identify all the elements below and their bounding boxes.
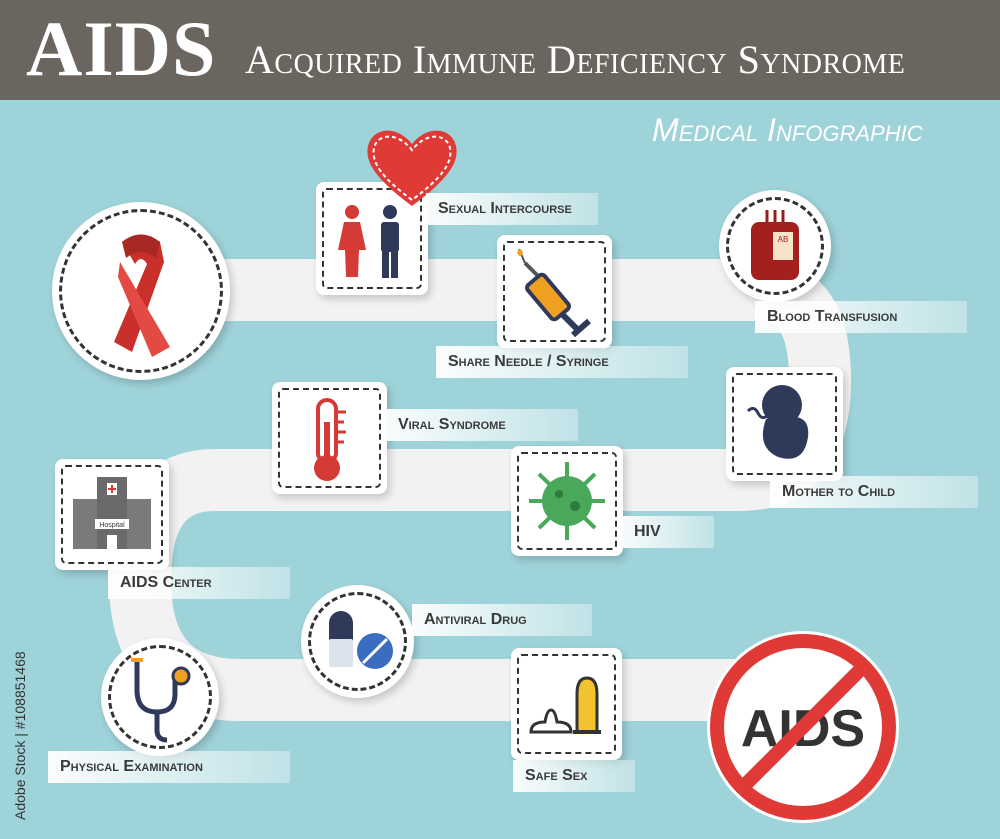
svg-text:AB: AB	[778, 235, 789, 244]
heart-icon	[367, 130, 457, 206]
pills-icon	[329, 611, 393, 669]
syringe-icon	[517, 248, 591, 338]
fetus-icon	[746, 385, 809, 459]
label-hiv: HIV	[622, 516, 714, 548]
ribbon-circle	[52, 202, 230, 380]
fetus-box	[726, 367, 843, 481]
pills-circle	[301, 585, 414, 698]
label-share-needle: Share Needle / Syringe	[436, 346, 688, 378]
label-blood-transfusion: Blood Transfusion	[755, 301, 967, 333]
blood-bag-icon: AB	[751, 210, 799, 280]
header-bar: AIDS Acquired Immune Deficiency Syndrome	[0, 0, 1000, 100]
label-sexual-intercourse: Sexual Intercourse	[426, 193, 598, 225]
hospital-box: Hospital	[55, 459, 169, 570]
couple-box	[316, 182, 428, 295]
label-safe-sex: Safe Sex	[513, 760, 635, 792]
label-mother-to-child: Mother to Child	[770, 476, 978, 508]
condom-icon	[529, 676, 601, 734]
aids-ribbon-icon	[114, 234, 170, 357]
virus-box	[511, 446, 623, 556]
label-aids-center: AIDS Center	[108, 567, 290, 599]
svg-text:Hospital: Hospital	[99, 522, 125, 529]
stethoscope-icon	[131, 658, 191, 743]
label-antiviral-drug: Antiviral Drug	[412, 604, 592, 636]
label-viral-syndrome: Viral Syndrome	[386, 409, 578, 441]
page-title: AIDS	[26, 5, 217, 92]
hospital-icon: Hospital	[73, 477, 151, 549]
stethoscope-circle	[101, 638, 219, 756]
thermometer-box	[272, 382, 387, 494]
syringe-box	[497, 235, 612, 348]
watermark: Adobe Stock | #108851468	[12, 651, 28, 820]
no-aids-icon: AIDS	[707, 631, 899, 823]
condom-box	[511, 648, 622, 760]
page-subtitle: Acquired Immune Deficiency Syndrome	[245, 37, 906, 82]
blood-bag-circle: AB	[719, 190, 831, 302]
tagline: Medical Infographic	[652, 112, 923, 148]
virus-icon	[529, 462, 605, 540]
thermometer-icon	[314, 398, 346, 481]
label-physical-examination: Physical Examination	[48, 751, 290, 783]
